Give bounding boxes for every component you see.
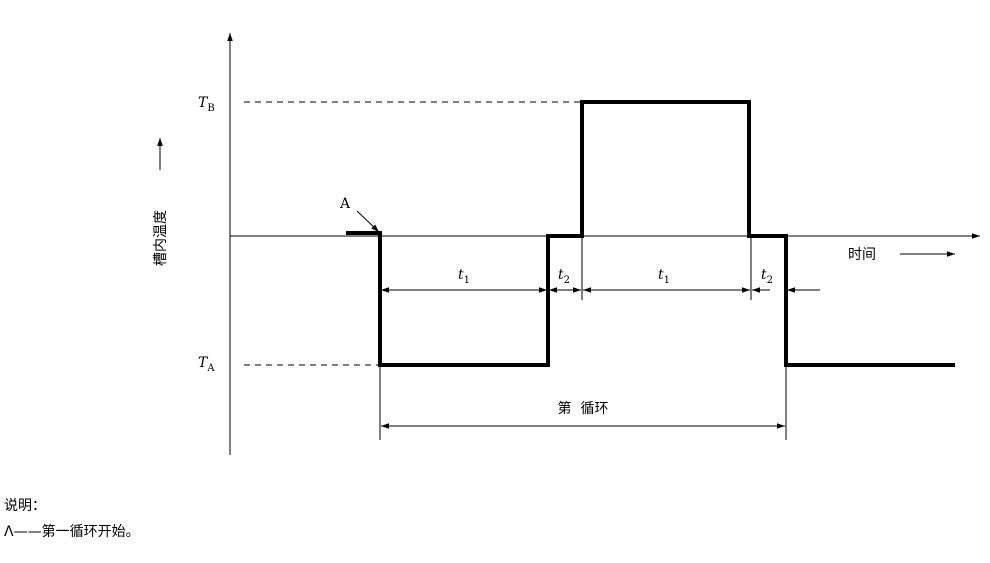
t2-label-2: t2 — [761, 267, 773, 286]
temperature-profile — [346, 100, 955, 367]
tb-label: TB — [198, 95, 215, 114]
point-a-label: A — [339, 196, 351, 212]
point-a-pointer — [356, 210, 380, 233]
legend-heading: 说明： — [4, 498, 46, 514]
t1-label-1: t1 — [458, 267, 470, 286]
t1-label-2: t1 — [658, 267, 670, 286]
legend-item-a: Λ——第一循环开始。 — [4, 524, 140, 540]
x-axis-label: 时间 — [848, 247, 876, 263]
y-axis-label: 槽内温度 — [153, 210, 169, 266]
ta-label: TA — [198, 355, 215, 374]
cycle-label: 第 循环 — [558, 400, 609, 417]
t2-label-1: t2 — [558, 267, 570, 286]
